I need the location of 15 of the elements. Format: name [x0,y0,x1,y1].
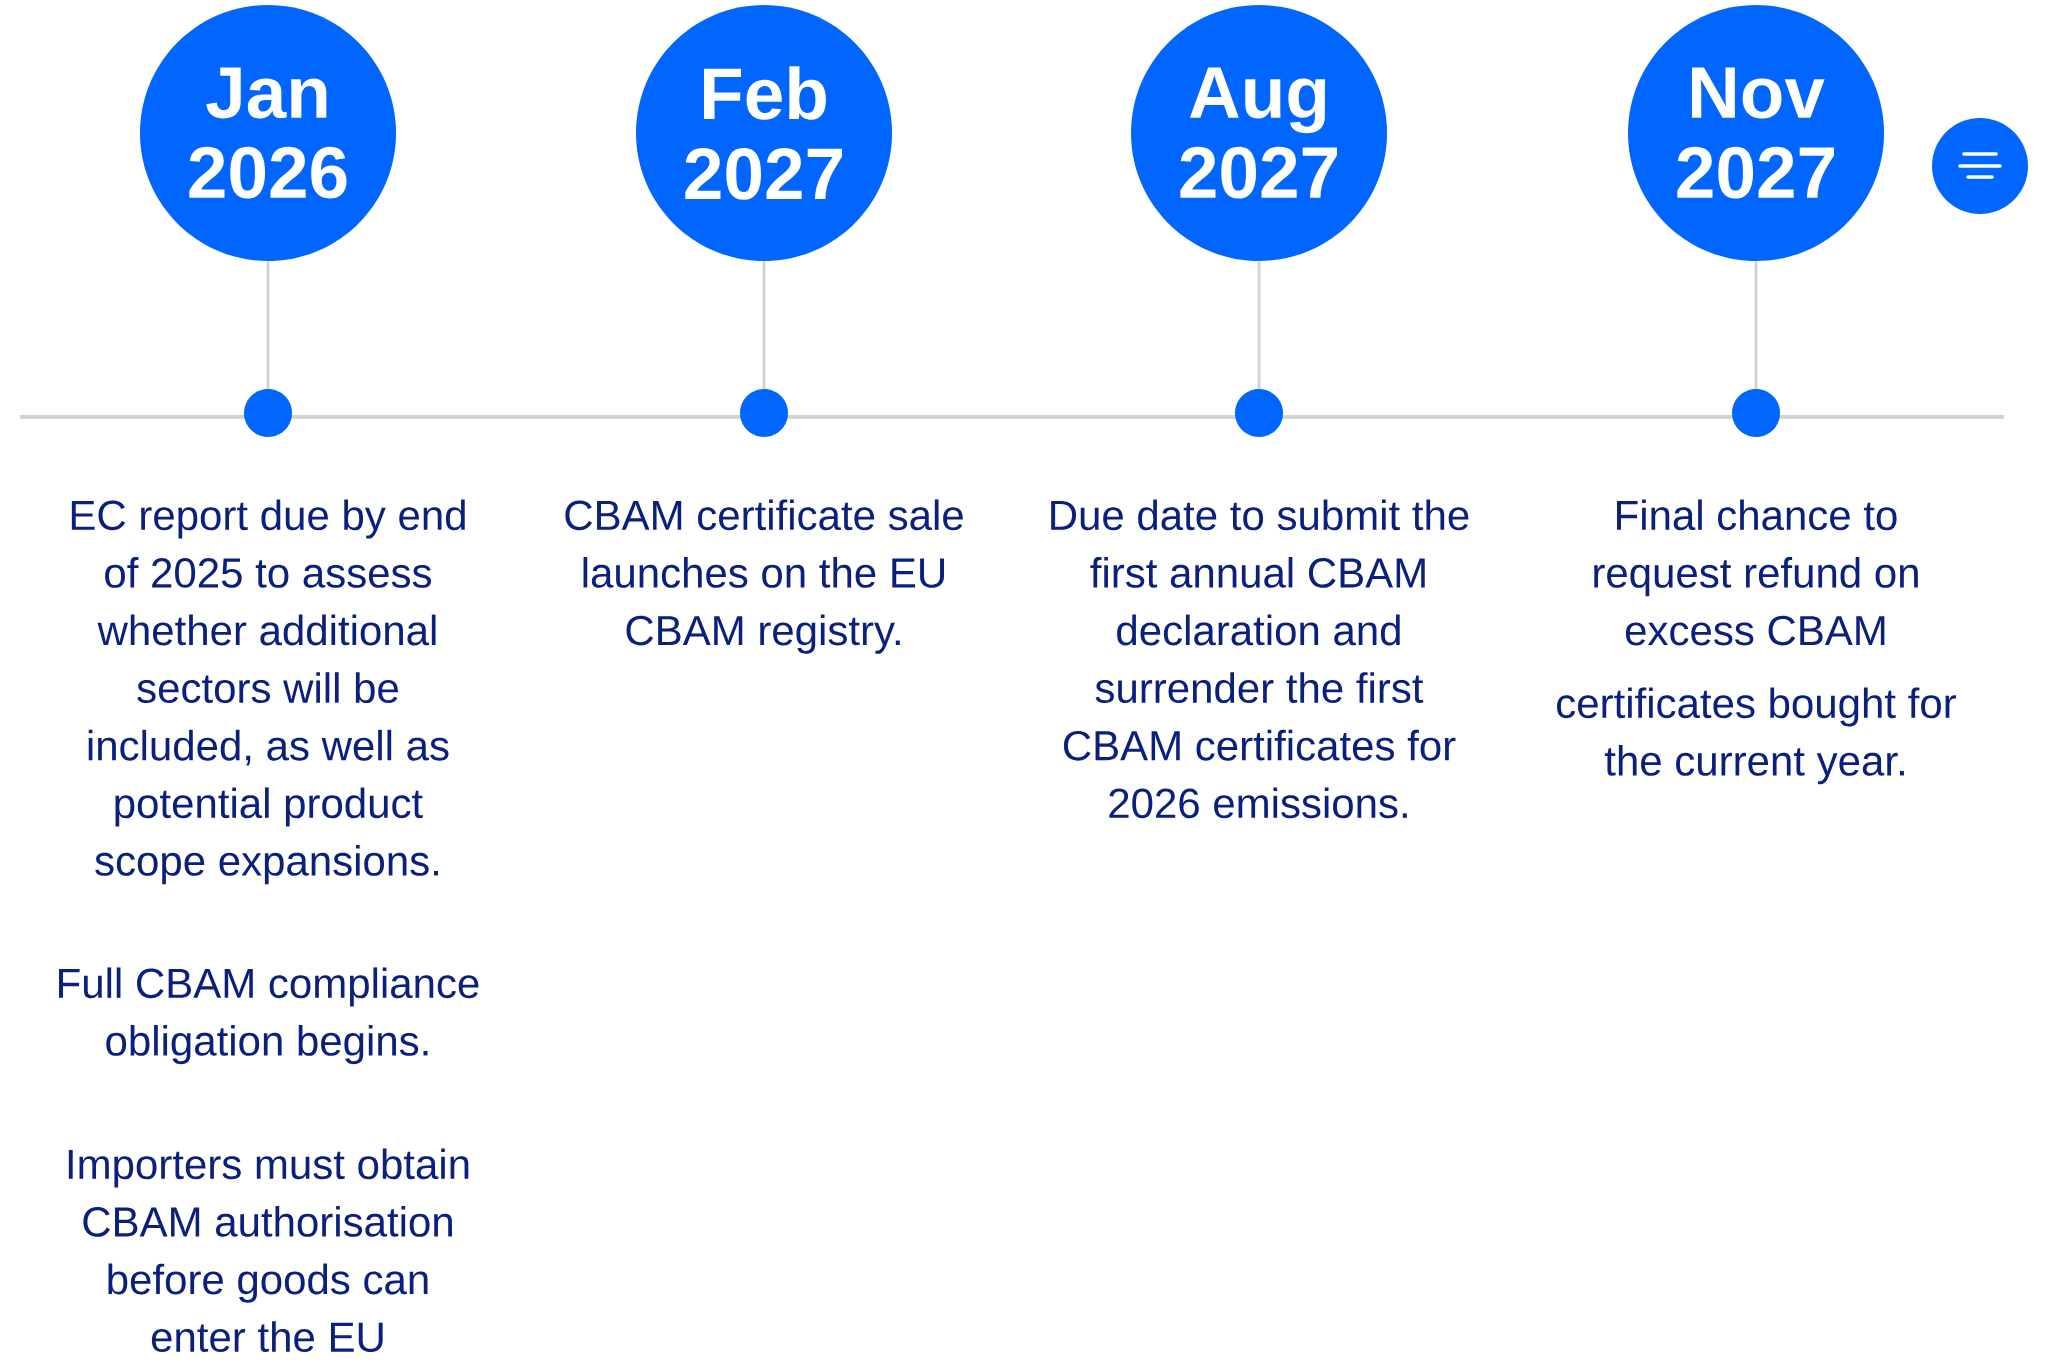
event-description: certificates bought for the current year. [1557,687,1957,785]
event-description: Importers must obtain CBAM authorisation before goods can enter the EU [68,1148,469,1353]
event-description: CBAM certificate sale launches on the EU CBAM registry. [565,499,963,654]
event-description: EC report due by end of 2025 to assess whether additional sectors will be included, as well as potential product scope expansions. [71,499,465,885]
connector-line [1257,261,1261,389]
connector-line [762,261,766,389]
event-description: Final chance to request refund on excess CBAM [1594,499,1918,646]
timeline-dot [740,389,788,437]
event-description: Due date to submit the first annual CBAM declaration and surrender the first CBAM certificates for 2026 emissions. [1051,499,1469,819]
event-description: Full CBAM compliance obligation begins. [59,967,479,1065]
timeline-dot [244,389,292,437]
timeline-dot [1235,389,1283,437]
connector-line [1754,261,1758,389]
timeline-dot [1732,389,1780,437]
connector-line [266,261,270,389]
